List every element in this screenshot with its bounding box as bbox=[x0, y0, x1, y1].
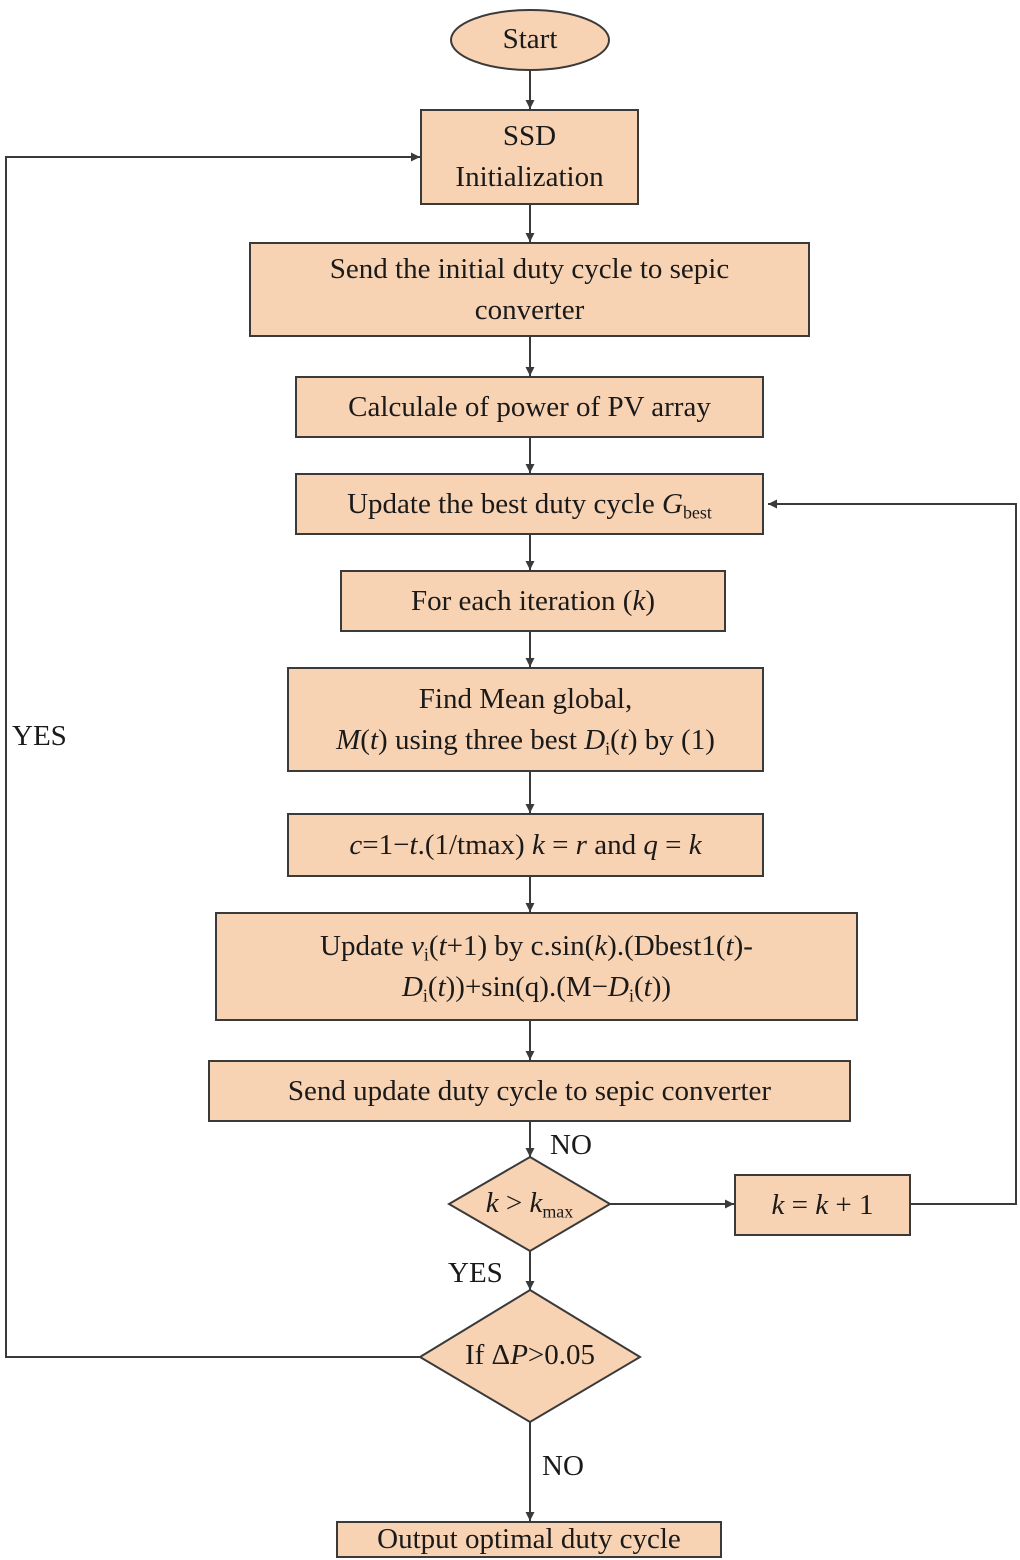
send-update-duty-box: Send update duty cycle to sepic converte… bbox=[208, 1060, 851, 1122]
calc-power-label: Calculale of power of PV array bbox=[348, 390, 711, 423]
decision-k-diamond bbox=[447, 1155, 612, 1253]
send-initial-line-1: Send the initial duty cycle to sepic bbox=[329, 252, 730, 285]
decision-dp-diamond bbox=[418, 1288, 642, 1424]
update-velocity-line-2: Di(t))+sin(q).(M−Di(t)) bbox=[401, 970, 672, 1005]
send-initial-duty-box: Send the initial duty cycle to sepic con… bbox=[249, 242, 810, 337]
start-node: Start bbox=[451, 10, 609, 70]
ssd-init-line-2: Initialization bbox=[455, 161, 604, 193]
decision-k-label: k > kmax bbox=[485, 1187, 574, 1222]
calc-power-box: Calculale of power of PV array bbox=[295, 376, 764, 438]
loop-yes-label: YES bbox=[12, 720, 67, 752]
for-each-label: For each iteration (k) bbox=[411, 584, 655, 617]
increment-k-label: k = k + 1 bbox=[771, 1188, 874, 1221]
decision-dp-label: If ΔP>0.05 bbox=[464, 1339, 596, 1372]
decision-dp-node: If ΔP>0.05 bbox=[420, 1290, 640, 1422]
find-mean-line-1: Find Mean global, bbox=[418, 682, 633, 715]
compute-c-box: c=1−t.(1/tmax) k = r and q = k bbox=[287, 813, 764, 877]
compute-c-label: c=1−t.(1/tmax) k = r and q = k bbox=[349, 828, 702, 861]
update-velocity-box: Update vi(t+1) by c.sin(k).(Dbest1(t)- D… bbox=[215, 912, 858, 1021]
start-ellipse bbox=[450, 9, 610, 71]
update-best-box: Update the best duty cycle Gbest bbox=[295, 473, 764, 535]
edge-dp-loop bbox=[5, 152, 420, 1358]
edge-increment-loop bbox=[768, 499, 1017, 1205]
find-mean-box: Find Mean global, M(t) using three best … bbox=[287, 667, 764, 772]
decision-k-node: k > kmax bbox=[449, 1157, 610, 1251]
yes-mid-label: YES bbox=[448, 1257, 503, 1289]
update-velocity-line-1: Update vi(t+1) by c.sin(k).(Dbest1(t)- bbox=[320, 929, 753, 965]
output-label: Output optimal duty cycle bbox=[377, 1523, 681, 1556]
for-each-iteration-box: For each iteration (k) bbox=[340, 570, 726, 632]
send-update-label: Send update duty cycle to sepic converte… bbox=[287, 1074, 772, 1107]
increment-k-box: k = k + 1 bbox=[734, 1174, 911, 1236]
update-best-label: Update the best duty cycle Gbest bbox=[347, 487, 712, 523]
find-mean-line-2: M(t) using three best Di(t) by (1) bbox=[336, 723, 715, 758]
ssd-init-line-1: SSD bbox=[502, 120, 557, 153]
no-top-label: NO bbox=[550, 1129, 592, 1161]
send-initial-line-2: converter bbox=[474, 293, 585, 326]
ssd-initialization-box: SSD Initialization bbox=[420, 109, 639, 205]
output-box: Output optimal duty cycle bbox=[336, 1521, 722, 1558]
no-bottom-label: NO bbox=[542, 1450, 584, 1482]
start-label: Start bbox=[502, 23, 558, 56]
